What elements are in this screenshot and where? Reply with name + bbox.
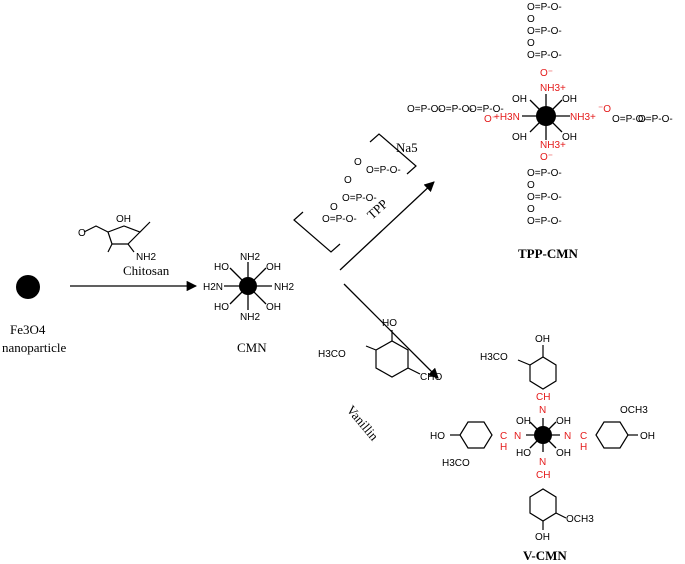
svg-text:⁻O: ⁻O [598,104,611,115]
arrow-cmn-to-v-cmn [343,283,439,379]
chitosan-oh-label: OH [116,214,131,225]
tpp-chain-bottom: O⁻ O=P-O- O O=P-O- O O=P-O- [527,152,562,227]
svg-text:O=P-O-: O=P-O- [366,165,401,176]
cmn-ho-bottomleft: HO [214,302,229,313]
svg-text:OH: OH [640,431,655,442]
vanillin-structure [365,330,421,378]
svg-text:OH: OH [535,532,550,543]
svg-text:O: O [527,204,535,215]
tpp-cmn-h3n-left: +H3N [494,112,520,123]
svg-text:O: O [527,180,535,191]
svg-text:N: N [514,431,521,442]
tpp-chain-left: O=P-O- O=P-O- O=P-O- O⁻ [407,104,504,125]
vanillin-cho-label: CHO [420,372,442,383]
chitosan-label: Chitosan [123,263,170,278]
svg-text:O=P-O-: O=P-O- [469,104,504,115]
cmn-oh-bottomright: OH [266,302,281,313]
svg-text:O=P-O-: O=P-O- [527,216,562,227]
chitosan-o-label: O [78,228,86,239]
svg-text:O: O [330,202,338,213]
svg-text:H3CO: H3CO [442,458,470,469]
v-cmn-arm-right: OH OCH3 N C H [564,405,655,453]
svg-text:C: C [580,431,587,442]
v-cmn-ho-3: HO [516,448,531,459]
v-cmn-arm-top: OH H3CO CH N [480,334,557,416]
v-cmn-oh-2: OH [556,416,571,427]
tpp-cmn-label: TPP-CMN [518,246,579,261]
svg-text:O=P-O-: O=P-O- [527,2,562,13]
svg-text:H3CO: H3CO [480,352,508,363]
cmn-ho-topleft: HO [214,262,229,273]
arrow-cmn-to-tpp-cmn [339,181,435,271]
tpp-cmn-oh-3: OH [512,132,527,143]
cmn-nh2-right: NH2 [274,282,294,293]
svg-text:H: H [580,442,587,453]
svg-text:O⁻: O⁻ [540,68,553,79]
tpp-cmn-particle [522,94,570,140]
svg-text:O=P-O-: O=P-O- [612,114,647,125]
svg-text:O: O [354,157,362,168]
svg-text:O=P-O-: O=P-O- [638,114,673,125]
v-cmn-particle [526,418,560,452]
svg-text:O=P-O-: O=P-O- [527,26,562,37]
cmn-particle [224,262,272,310]
v-cmn-arm-left: HO H3CO C H N [430,421,521,469]
svg-text:O=P-O-: O=P-O- [322,214,357,225]
na5-label: Na5 [396,140,418,155]
svg-text:N: N [539,405,546,416]
svg-text:O=P-O-: O=P-O- [527,50,562,61]
tpp-cmn-oh-4: OH [562,132,577,143]
cmn-label: CMN [237,340,267,355]
svg-text:OCH3: OCH3 [566,514,594,525]
svg-text:O: O [527,14,535,25]
svg-text:O=P-O-: O=P-O- [527,168,562,179]
tpp-chain-top: O=P-O- O O=P-O- O O=P-O- O⁻ [527,2,562,79]
chitosan-nh2-label: NH2 [136,252,156,263]
svg-text:N: N [539,457,546,468]
v-cmn-label: V-CMN [523,548,567,563]
vanillin-h3co-label: H3CO [318,349,346,360]
svg-text:O=P-O-: O=P-O- [438,104,473,115]
nanoparticle-label: nanoparticle [2,340,66,355]
svg-text:N: N [564,431,571,442]
tpp-cmn-nh3-right: NH3+ [570,112,596,123]
vanillin-ho-label: HO [382,318,397,329]
vanillin-label: Vanillin [344,402,382,444]
svg-text:O=P-O-: O=P-O- [527,192,562,203]
v-cmn-arm-bottom: N CH OCH3 OH [529,457,594,543]
fe3o4-nanoparticle [16,275,40,299]
cmn-oh-topright: OH [266,262,281,273]
tpp-cmn-nh3-bottom: NH3+ [540,140,566,151]
svg-text:O=P-O-: O=P-O- [342,193,377,204]
svg-text:O⁻: O⁻ [540,152,553,163]
fe3o4-label: Fe3O4 [10,322,46,337]
svg-text:HO: HO [430,431,445,442]
svg-text:CH: CH [536,392,550,403]
tpp-bracket [293,133,417,253]
svg-text:H: H [500,442,507,453]
svg-text:OCH3: OCH3 [620,405,648,416]
tpp-cmn-oh-1: OH [512,94,527,105]
svg-text:O⁻: O⁻ [484,114,497,125]
svg-text:O: O [344,175,352,186]
tpp-cmn-oh-2: OH [562,94,577,105]
svg-text:C: C [500,431,507,442]
cmn-nh2-top: NH2 [240,252,260,263]
cmn-h2n-left: H2N [203,282,223,293]
svg-text:CH: CH [536,470,550,481]
svg-text:O: O [527,38,535,49]
v-cmn-oh-4: OH [556,448,571,459]
svg-text:OH: OH [535,334,550,345]
cmn-nh2-bottom: NH2 [240,312,260,323]
chitosan-structure [83,221,151,253]
tpp-chain: O O=P-O- O O=P-O- O O=P-O- [322,157,401,225]
tpp-chain-right: ⁻O O=P-O- O=P-O- [598,104,673,125]
svg-text:O=P-O-: O=P-O- [407,104,442,115]
v-cmn-oh-1: OH [516,416,531,427]
tpp-cmn-nh3-top: NH3+ [540,83,566,94]
